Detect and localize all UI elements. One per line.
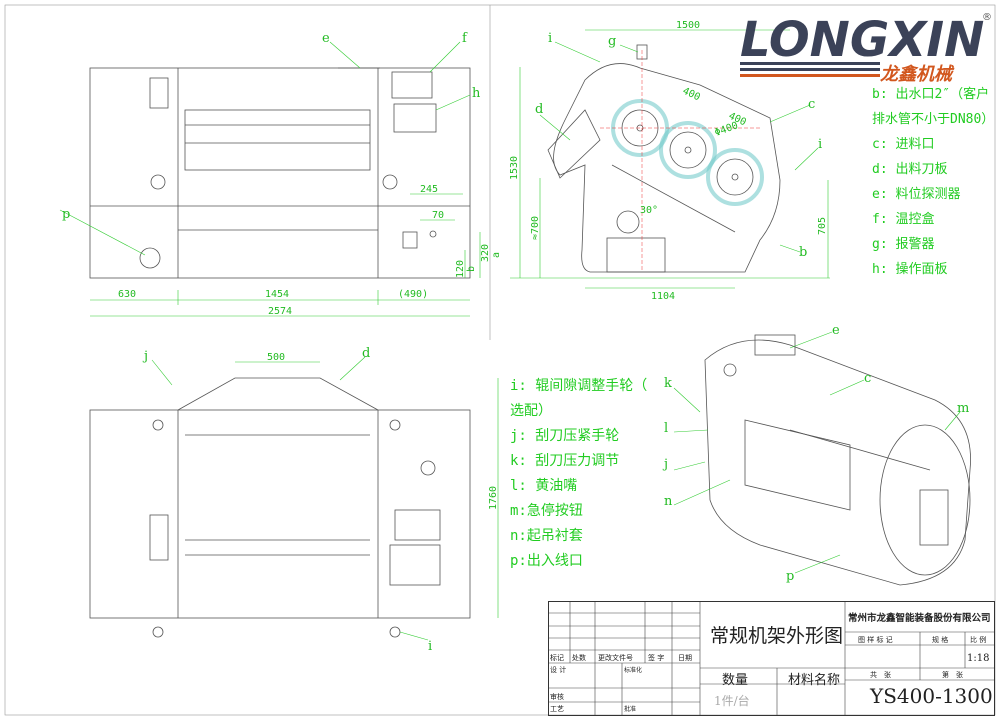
legend-right: b: 出水口2″（客户 排水管不小于DN80） c: 进料口 d: 出料刀板 e…	[872, 82, 994, 282]
temperature-control-box	[391, 71, 433, 99]
front-view: 630 1454 (490) 2574 245 70 320 120 a b e…	[59, 31, 502, 317]
legend-item: g: 报警器	[872, 237, 935, 252]
label-c: c	[808, 97, 815, 112]
sign-process: 工艺	[550, 705, 564, 713]
label-a: a	[491, 252, 502, 258]
rev-header-count: 处数	[572, 654, 586, 662]
title-block	[548, 601, 995, 716]
label-n: n	[664, 494, 673, 509]
label-i-bottom: i	[428, 639, 432, 654]
material-header: 材料名称	[788, 673, 841, 688]
top-view: 500 1760 j d i	[89, 346, 499, 654]
label-d-top: d	[362, 346, 370, 361]
label-b: b	[466, 266, 477, 272]
dim-1104: 1104	[651, 291, 675, 302]
logo-brand-text: LONGXIN	[740, 12, 984, 68]
dim-705: 705	[817, 217, 828, 235]
logo-cn-text: 龙鑫机械	[880, 64, 955, 84]
discharge-blade	[547, 109, 601, 179]
legend-item: d: 出料刀板	[872, 162, 948, 177]
sign-review: 审核	[550, 693, 564, 701]
rev-header-mark: 标记	[550, 654, 564, 662]
legend-item: m:急停按钮	[510, 503, 583, 519]
rev-header-date: 日期	[678, 654, 692, 662]
label-p-iso: p	[786, 569, 794, 584]
label-d: d	[535, 102, 543, 117]
label-b-side: b	[799, 245, 807, 260]
isometric-view: e c k l j n m p	[662, 323, 971, 586]
dim-2574: 2574	[268, 306, 292, 317]
approve-label: 批准	[624, 706, 637, 713]
standardize-label: 标准化	[624, 667, 643, 674]
label-j-iso: j	[662, 457, 668, 472]
dim-1530: 1530	[509, 156, 520, 180]
label-e: e	[322, 31, 330, 46]
label-c-iso: c	[864, 371, 871, 386]
sign-design: 设 计	[550, 666, 567, 674]
legend-item: c: 进料口	[872, 137, 935, 152]
dim-phi400: Φ400	[713, 120, 739, 139]
label-h: h	[472, 86, 481, 101]
dim-245: 245	[420, 184, 438, 195]
label-i-top: i	[548, 31, 552, 46]
water-outlet	[402, 231, 418, 249]
qty-value: 1件/台	[714, 694, 750, 708]
qty-header: 数量	[722, 673, 749, 688]
dim-1500: 1500	[676, 20, 700, 31]
legend-item: j: 刮刀压紧手轮	[510, 428, 620, 444]
drawing-frame	[4, 4, 996, 716]
legend-item: f: 温控盒	[872, 212, 935, 227]
legend-item: b: 出水口2″（客户	[872, 87, 990, 102]
label-i-right: i	[818, 137, 822, 152]
dim-700: ≈700	[530, 216, 541, 240]
label-k: k	[664, 376, 672, 391]
label-e-iso: e	[832, 323, 840, 338]
dim-630: 630	[118, 289, 136, 300]
title-block-grid	[548, 601, 995, 716]
rev-header-sign: 签 字	[648, 654, 665, 662]
legend-item: 选配）	[510, 403, 552, 419]
scale-value: 1:18	[967, 653, 990, 664]
dim-320: 320	[480, 244, 491, 262]
longxin-logo: LONGXIN 龙鑫机械 ®	[740, 6, 995, 84]
dim-400a: 400	[681, 86, 702, 104]
label-g: g	[608, 34, 616, 49]
dim-490: (490)	[398, 289, 428, 300]
legend-item: p:出入线口	[510, 553, 583, 569]
rev-header-doc: 更改文件号	[598, 654, 633, 662]
legend-item: n:起吊衬套	[510, 528, 583, 544]
dim-angle: 30°	[640, 205, 658, 216]
label-j: j	[142, 349, 148, 364]
legend-item: i: 辊间隙调整手轮（	[510, 378, 648, 394]
sheet-number: 第 张	[942, 671, 963, 679]
legend-center: i: 辊间隙调整手轮（ 选配） j: 刮刀压紧手轮 k: 刮刀压力调节 l: 黄…	[510, 374, 647, 574]
legend-item: l: 黄油嘴	[510, 478, 578, 494]
spec-header: 规 格	[932, 636, 949, 644]
company-name: 常州市龙鑫智能装备股份有限公司	[848, 613, 991, 624]
drawing-title: 常规机架外形图	[710, 625, 844, 647]
operation-panel	[393, 103, 437, 133]
legend-item: k: 刮刀压力调节	[510, 453, 620, 469]
registered-mark: ®	[982, 12, 992, 23]
model-number: YS400-1300	[870, 684, 993, 708]
total-sheets: 共 张	[870, 671, 891, 679]
mark-header: 图 样 标 记	[858, 636, 893, 644]
scale-header: 比 例	[970, 636, 987, 644]
legend-item: 排水管不小于DN80）	[872, 112, 995, 127]
legend-item: h: 操作面板	[872, 262, 948, 277]
label-l: l	[664, 421, 668, 436]
dim-120: 120	[455, 260, 466, 278]
label-f: f	[462, 31, 468, 46]
dim-1454: 1454	[265, 289, 289, 300]
dim-500: 500	[267, 352, 285, 363]
label-m: m	[957, 401, 969, 416]
dim-70: 70	[432, 210, 444, 221]
dim-1760: 1760	[488, 486, 499, 510]
label-p: p	[62, 207, 70, 222]
legend-item: e: 料位探测器	[872, 187, 961, 202]
